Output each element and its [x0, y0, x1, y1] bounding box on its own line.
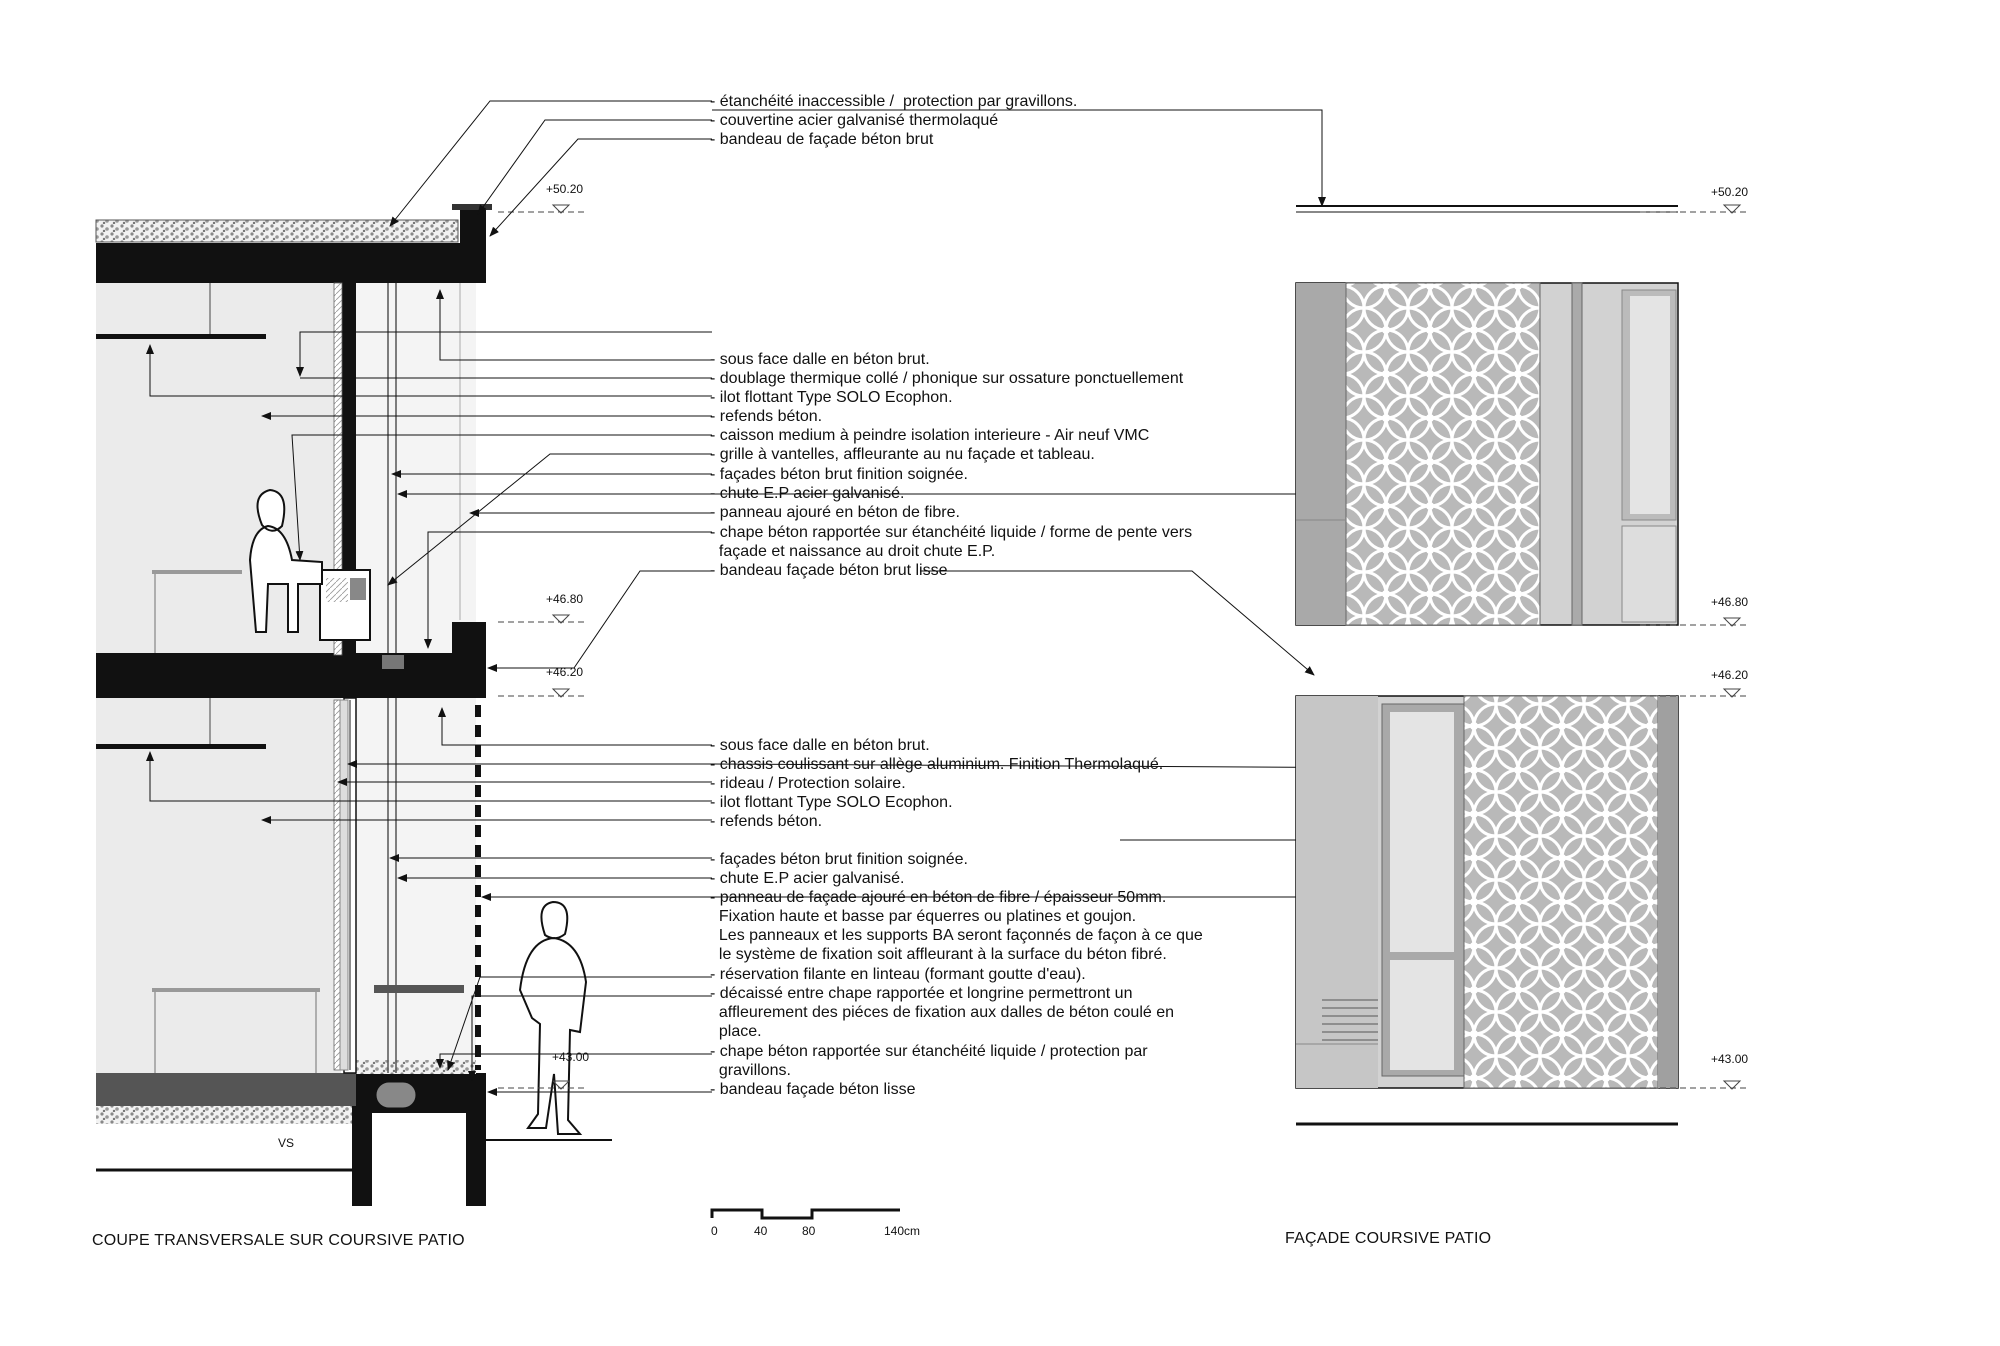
note-mid-9: - panneau ajouré en béton de fibre. [710, 504, 960, 521]
note-top-2: - couvertine acier galvanisé thermolaqué [710, 112, 999, 129]
note-bottom-1: - façades béton brut finition soignée. [710, 851, 968, 868]
note-mid-3: - ilot flottant Type SOLO Ecophon. [710, 389, 953, 406]
note-low-5: - refends béton. [710, 813, 823, 830]
note-bottom-8: - décaissé entre chape rapportée et long… [710, 985, 1133, 1002]
note-low-1: - sous face dalle en béton brut. [710, 737, 930, 754]
scale-label-40: 40 [754, 1224, 768, 1238]
level-label-facade-4: +43.00 [1711, 1052, 1749, 1066]
note-mid-7: - façades béton brut finition soignée. [710, 466, 968, 483]
note-bottom-7: - réservation filante en linteau (forman… [710, 966, 1086, 983]
note-bottom-5: Les panneaux et les supports BA seront f… [710, 927, 1203, 944]
section-drawing [95, 204, 612, 1206]
note-mid-1: - sous face dalle en béton brut. [710, 351, 930, 368]
note-bottom-12: gravillons. [710, 1062, 791, 1079]
level-label-facade-3: +46.20 [1711, 668, 1749, 682]
note-bottom-2: - chute E.P acier galvanisé. [710, 870, 905, 887]
note-mid-5: - caisson medium à peindre isolation int… [710, 427, 1150, 444]
note-mid-10: - chape béton rapportée sur étanchéité l… [710, 524, 1193, 541]
scale-label-80: 80 [802, 1224, 816, 1238]
note-low-3: - rideau / Protection solaire. [710, 775, 906, 792]
note-mid-11: façade et naissance au droit chute E.P. [710, 543, 996, 560]
note-low-4: - ilot flottant Type SOLO Ecophon. [710, 794, 953, 811]
note-mid-6: - grille à vantelles, affleurante au nu … [710, 446, 1095, 463]
level-label-facade-2: +46.80 [1711, 595, 1749, 609]
note-top-1: - étanchéité inaccessible / protection p… [710, 93, 1078, 110]
facade-title: FAÇADE COURSIVE PATIO [1285, 1230, 1492, 1247]
vs-label: VS [278, 1136, 295, 1150]
note-bottom-10: place. [710, 1023, 762, 1040]
note-mid-12: - bandeau façade béton brut lisse [710, 562, 948, 579]
note-top-3: - bandeau de façade béton brut [710, 131, 934, 148]
scale-label-0: 0 [711, 1224, 718, 1238]
scale-label-140: 140cm [884, 1224, 921, 1238]
note-mid-4: - refends béton. [710, 408, 823, 425]
facade-drawing [1295, 204, 1750, 1126]
level-label-section-2: +46.80 [546, 592, 584, 606]
level-label-section-1: +50.20 [546, 182, 584, 196]
note-bottom-11: - chape béton rapportée sur étanchéité l… [710, 1043, 1148, 1060]
leader-lines [146, 100, 1573, 1096]
level-label-facade-1: +50.20 [1711, 185, 1749, 199]
level-label-section-4: +43.00 [552, 1050, 590, 1064]
note-low-2: - chassis coulissant sur allège aluminiu… [710, 756, 1164, 773]
note-mid-2: - doublage thermique collé / phonique su… [710, 370, 1184, 387]
note-bottom-6: le système de fixation soit affleurant à… [710, 946, 1167, 963]
level-label-section-3: +46.20 [546, 665, 584, 679]
note-bottom-9: affleurement des piéces de fixation aux … [710, 1004, 1175, 1021]
note-bottom-4: Fixation haute et basse par équerres ou … [710, 908, 1137, 925]
note-mid-8: - chute E.P acier galvanisé. [710, 485, 905, 502]
note-bottom-13: - bandeau façade béton lisse [710, 1081, 916, 1098]
note-bottom-3: - panneau de façade ajouré en béton de f… [710, 889, 1167, 906]
scale-bar [710, 1208, 900, 1220]
section-title: COUPE TRANSVERSALE SUR COURSIVE PATIO [92, 1232, 465, 1249]
